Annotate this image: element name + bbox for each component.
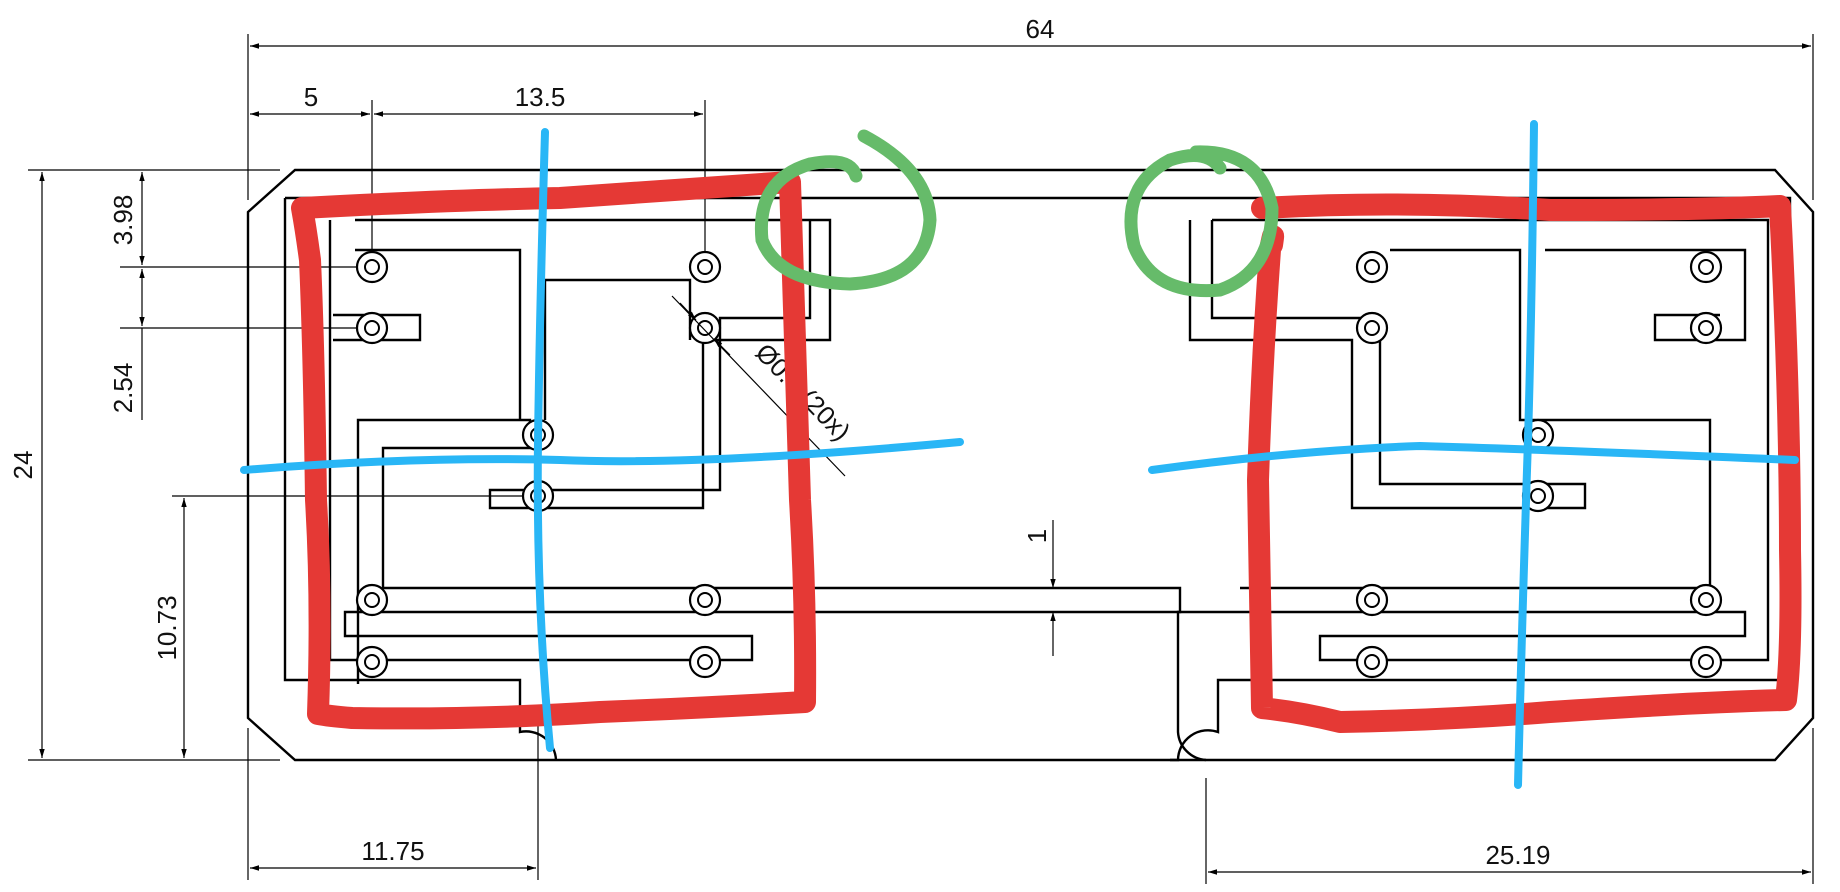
- dim-slot-1: 1: [1022, 529, 1052, 543]
- blue-markup: [240, 120, 1799, 789]
- pad: [355, 583, 389, 617]
- green-circle-right: [1124, 145, 1279, 298]
- pad: [688, 311, 722, 345]
- blue-vertical-left: [533, 128, 554, 752]
- pad: [688, 645, 722, 679]
- blue-vertical-right: [1514, 120, 1538, 789]
- pads: [355, 250, 1723, 679]
- pad: [355, 250, 389, 284]
- pad: [1689, 250, 1723, 284]
- pad: [1355, 311, 1389, 345]
- pad: [1689, 583, 1723, 617]
- dim-bottom-11-75: 11.75: [361, 836, 424, 866]
- pad: [1689, 311, 1723, 345]
- pad: [1355, 583, 1389, 617]
- dim-height-24: 24: [8, 451, 38, 480]
- dim-offset-5: 5: [304, 82, 318, 112]
- pad: [688, 250, 722, 284]
- red-markup: [291, 171, 1802, 733]
- red-box-left: [291, 171, 817, 730]
- dim-height-10-73: 10.73: [152, 595, 182, 660]
- dim-span-13-5: 13.5: [515, 82, 566, 112]
- red-box-right: [1247, 193, 1802, 733]
- pad: [1355, 645, 1389, 679]
- dim-overall-width: 64: [1026, 14, 1055, 44]
- dim-bottom-25-19: 25.19: [1485, 840, 1550, 870]
- board-outline: [246, 168, 1815, 762]
- pad: [355, 311, 389, 345]
- green-markup: [754, 129, 1279, 298]
- dimension-lines: [28, 34, 1814, 884]
- pad: [1689, 645, 1723, 679]
- blue-horizontal-left: [240, 438, 964, 474]
- green-circle-left: [754, 129, 937, 291]
- blue-horizontal-right: [1148, 441, 1799, 474]
- dim-offset-3-98: 3.98: [108, 195, 138, 246]
- dimension-labels: 64 5 13.5 24 3.98 2.54 10.73 11.75 25.19…: [8, 14, 1551, 870]
- pad: [688, 583, 722, 617]
- pad: [1355, 250, 1389, 284]
- pad: [355, 645, 389, 679]
- dim-pitch-2-54: 2.54: [108, 363, 138, 414]
